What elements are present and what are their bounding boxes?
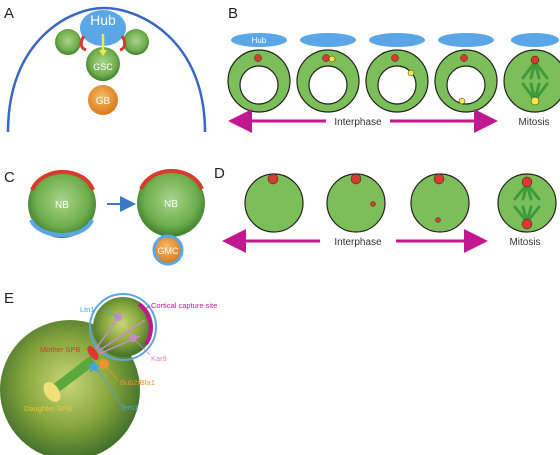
panel-e-label: E (4, 290, 14, 307)
b-nucleus-3 (377, 65, 417, 105)
e-kar9-label: Kar9 (151, 354, 167, 363)
d-mother-centrosome-2 (350, 173, 362, 185)
b-hub-1-label: Hub (252, 36, 267, 45)
panel-b-label: B (228, 5, 238, 22)
d-interphase-label: Interphase (334, 237, 382, 248)
b-mother-centrosome-4 (460, 54, 468, 62)
b-hub-1 (231, 33, 287, 47)
b-daughter-centrosome-5 (530, 96, 540, 106)
spindle-tip (99, 50, 107, 56)
b-cytoplasm-5 (503, 49, 560, 113)
panel-c-label: C (4, 169, 15, 186)
gb-label: GB (96, 96, 111, 107)
e-leader-kar9 (132, 337, 151, 356)
b-cell-2 (296, 33, 360, 113)
d-mother-centrosome-3 (433, 173, 445, 185)
b-mitosis-label: Mitosis (518, 117, 549, 128)
e-cortical-capture-label: Cortical capture site (151, 301, 217, 310)
panel-e: E Ltn1 Cortical capture site Mother SPB … (0, 290, 217, 455)
e-cortical-capture-crescent (137, 302, 153, 346)
e-daughter-spb-label: Daughter SPB (24, 404, 72, 413)
panel-c: C NB NB GMC (4, 169, 205, 266)
b-mother-centrosome-1 (254, 54, 262, 62)
cyst-cell-left (55, 29, 81, 55)
b-mother-centrosome-3 (391, 54, 399, 62)
b-hub-3 (369, 33, 425, 47)
e-leader-cortical (142, 305, 151, 311)
c-basal-crescent-left (29, 218, 94, 237)
b-mother-centrosome-5 (530, 55, 540, 65)
e-ltn-label: Ltn1 (80, 305, 95, 314)
b-hub-2 (300, 33, 356, 47)
e-leader-bub2 (103, 363, 119, 381)
cyst-cell-right (123, 29, 149, 55)
panel-d-label: D (214, 165, 225, 182)
panel-a-label: A (4, 5, 14, 22)
d-mitosis-label: Mitosis (509, 237, 540, 248)
e-leader-ltn (102, 309, 119, 318)
b-cell-3 (365, 33, 429, 113)
testis-outline (6, 6, 207, 133)
e-bub2-label: Bub2/Bfa1 (120, 378, 155, 387)
e-leader-tem1 (94, 365, 121, 404)
d-mother-centrosome-4 (521, 176, 533, 188)
c-gmc (152, 234, 184, 266)
c-nb-left-label: NB (55, 200, 69, 211)
b-interphase-label: Interphase (334, 117, 382, 128)
c-gmc-label: GMC (158, 246, 179, 256)
d-cell-4-mitosis (497, 173, 557, 233)
b-daughter-centrosome-2 (328, 55, 336, 63)
adherens-red-left (79, 35, 87, 52)
e-daughter-spb (43, 382, 61, 402)
d-mother-centrosome-1 (267, 173, 279, 185)
e-mother-spb (87, 346, 99, 360)
b-hub-4 (438, 33, 494, 47)
panel-b: B Hub (227, 5, 560, 133)
c-nb-right-label: NB (164, 199, 178, 210)
e-bud-outline (89, 293, 157, 361)
b-nucleus-1 (239, 65, 279, 105)
e-mother-spb-label: Mother SPB (40, 345, 80, 354)
b-daughter-centrosome-3 (407, 69, 415, 77)
b-cell-1: Hub (227, 33, 291, 113)
adherens-red-right (119, 35, 127, 52)
d-daughter-centrosome-2 (370, 201, 376, 207)
e-tem1-label: Tem1 (120, 403, 138, 412)
c-nb-right (137, 169, 205, 237)
b-mother-centrosome-2 (322, 54, 330, 62)
c-apical-crescent-right (139, 169, 204, 190)
hub-cell (80, 10, 126, 46)
panel-a: A Hub GSC GB (4, 5, 207, 133)
panel-d: D Interphase Mitosis (214, 165, 557, 253)
b-cell-5-mitosis (503, 33, 560, 113)
b-hub-5 (511, 33, 559, 47)
hub-label: Hub (90, 12, 116, 28)
b-cell-4 (434, 33, 498, 113)
b-nucleus-2 (308, 65, 348, 105)
gsc-cell (86, 47, 120, 81)
d-daughter-centrosome-3 (435, 217, 441, 223)
d-daughter-centrosome-4 (521, 218, 533, 230)
b-daughter-centrosome-4 (458, 97, 466, 105)
c-nb-left (28, 170, 96, 238)
e-spindle-bar (47, 356, 96, 395)
b-nucleus-4 (446, 65, 486, 105)
c-apical-crescent-left (30, 170, 95, 191)
gsc-label: GSC (93, 62, 113, 72)
gb-cell (88, 85, 118, 115)
